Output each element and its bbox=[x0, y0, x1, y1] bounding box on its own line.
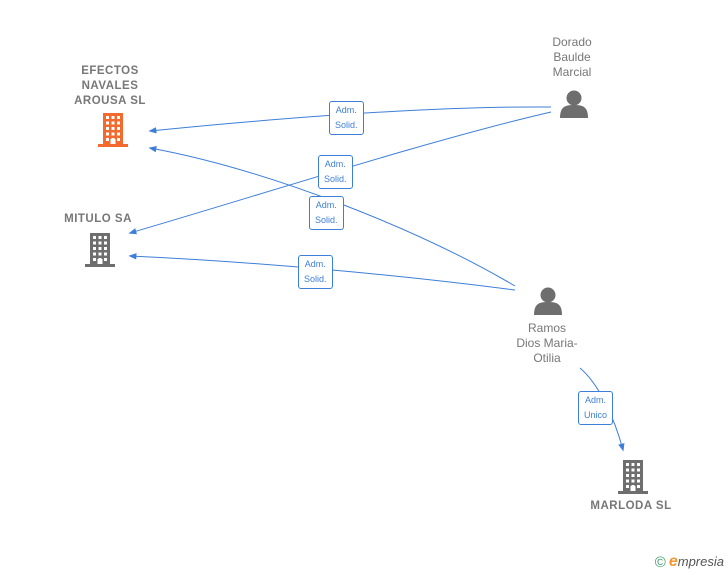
copyright-icon: © bbox=[654, 553, 666, 571]
person-icon-ramos[interactable] bbox=[534, 287, 562, 316]
edge-label-ramos-marloda[interactable]: Adm. Unico bbox=[578, 391, 614, 425]
brand-rest: mpresia bbox=[677, 554, 724, 569]
person-icon-dorado[interactable] bbox=[560, 90, 588, 119]
node-label-marloda[interactable]: MARLODA SL bbox=[590, 500, 672, 512]
edge-label-ramos-mitulo[interactable]: Adm. Solid. bbox=[298, 255, 333, 289]
building-icon-marloda[interactable] bbox=[618, 460, 648, 494]
edges-layer bbox=[128, 106, 625, 452]
building-icon-efectos[interactable] bbox=[98, 113, 128, 147]
footer-brand: © empresia bbox=[655, 553, 724, 571]
brand-logo[interactable]: empresia bbox=[669, 553, 724, 571]
node-label-mitulo[interactable]: MITULO SA bbox=[64, 213, 132, 225]
edge-label-dorado-efectos[interactable]: Adm. Solid. bbox=[329, 101, 364, 135]
node-label-dorado[interactable]: Dorado Baulde Marcial bbox=[552, 35, 592, 79]
edge-label-ramos-efectos[interactable]: Adm. Solid. bbox=[309, 196, 344, 230]
edge-label-dorado-mitulo[interactable]: Adm. Solid. bbox=[318, 155, 353, 189]
brand-first-letter: e bbox=[668, 553, 678, 570]
node-label-ramos[interactable]: Ramos Dios Maria- Otilia bbox=[516, 321, 578, 365]
nodes-layer bbox=[85, 90, 648, 494]
node-label-efectos[interactable]: EFECTOS NAVALES AROUSA SL bbox=[74, 65, 146, 107]
building-icon-mitulo[interactable] bbox=[85, 233, 115, 267]
